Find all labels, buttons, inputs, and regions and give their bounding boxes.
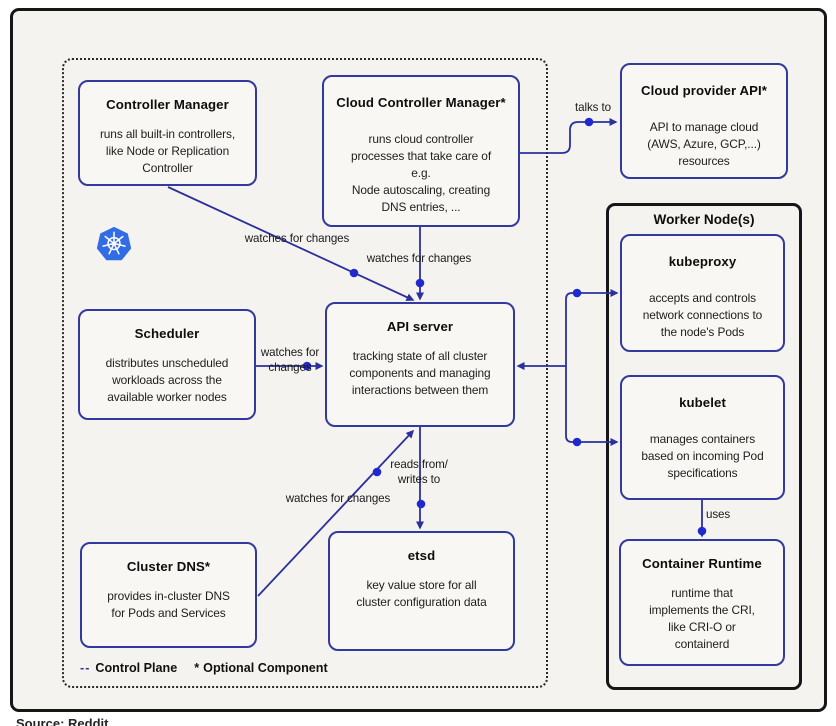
node-cloud-provider-api: Cloud provider API* API to manage cloud … [620, 63, 788, 179]
node-body: accepts and controls network connections… [642, 291, 763, 339]
edge-label-cm-watches: watches for changes [244, 232, 350, 245]
legend-control-plane: -- Control Plane [80, 661, 177, 675]
legend-control-plane-label: Control Plane [95, 661, 178, 675]
node-title: etsd [407, 548, 436, 563]
node-scheduler: Scheduler distributes unscheduled worklo… [78, 309, 256, 420]
node-body: manages containers based on incoming Pod… [641, 432, 764, 480]
control-plane-dash-marker: -- [80, 661, 91, 675]
kubernetes-logo-icon [96, 226, 132, 261]
node-body: distributes unscheduled workloads across… [105, 356, 229, 404]
source-note: Source: Reddit [16, 716, 109, 726]
node-controller-manager: Controller Manager runs all built-in con… [78, 80, 257, 186]
node-body: runtime that implements the CRI, like CR… [649, 586, 755, 651]
edge-label-talks-to: talks to [575, 101, 611, 114]
node-body: API to manage cloud (AWS, Azure, GCP,...… [647, 120, 761, 168]
node-body: provides in-cluster DNS for Pods and Ser… [107, 589, 230, 620]
edge-label-scheduler-watches: watches for changes [260, 346, 320, 374]
node-title: Container Runtime [642, 556, 762, 571]
node-container-runtime: Container Runtime runtime that implement… [619, 539, 785, 666]
legend-optional-label: Optional Component [203, 661, 328, 675]
edge-label-uses: uses [706, 508, 731, 521]
worker-nodes-title: Worker Node(s) [653, 212, 755, 227]
node-body: key value store for all cluster configur… [356, 578, 487, 609]
edge-label-reads-writes: reads from/ writes to [390, 458, 448, 486]
node-body: runs cloud controller processes that tak… [350, 132, 492, 214]
node-body: runs all built-in controllers, like Node… [99, 127, 236, 175]
node-title: Controller Manager [106, 97, 229, 112]
node-body: tracking state of all cluster components… [349, 349, 491, 397]
legend: -- Control Plane * Optional Component [80, 661, 328, 675]
node-title: Cluster DNS* [126, 559, 211, 574]
node-title: Cloud Controller Manager* [336, 95, 506, 110]
node-etsd: etsd key value store for all cluster con… [328, 531, 515, 651]
node-kubelet: kubelet manages containers based on inco… [620, 375, 785, 500]
node-cloud-controller-manager: Cloud Controller Manager* runs cloud con… [322, 75, 520, 227]
control-plane-boundary [62, 58, 548, 688]
node-kubeproxy: kubeproxy accepts and controls network c… [620, 234, 785, 352]
edge-label-dns-watches: watches for changes [285, 492, 391, 505]
node-title: kubeproxy [668, 254, 737, 269]
node-title: Cloud provider API* [641, 83, 767, 98]
node-api-server: API server tracking state of all cluster… [325, 302, 515, 427]
node-title: API server [386, 319, 454, 334]
node-cluster-dns: Cluster DNS* provides in-cluster DNS for… [80, 542, 257, 648]
edge-label-ccm-watches: watches for changes [366, 252, 472, 265]
node-title: Scheduler [134, 326, 200, 341]
legend-optional-component: * Optional Component [194, 661, 327, 675]
optional-star-marker: * [194, 661, 200, 675]
node-title: kubelet [679, 395, 726, 410]
